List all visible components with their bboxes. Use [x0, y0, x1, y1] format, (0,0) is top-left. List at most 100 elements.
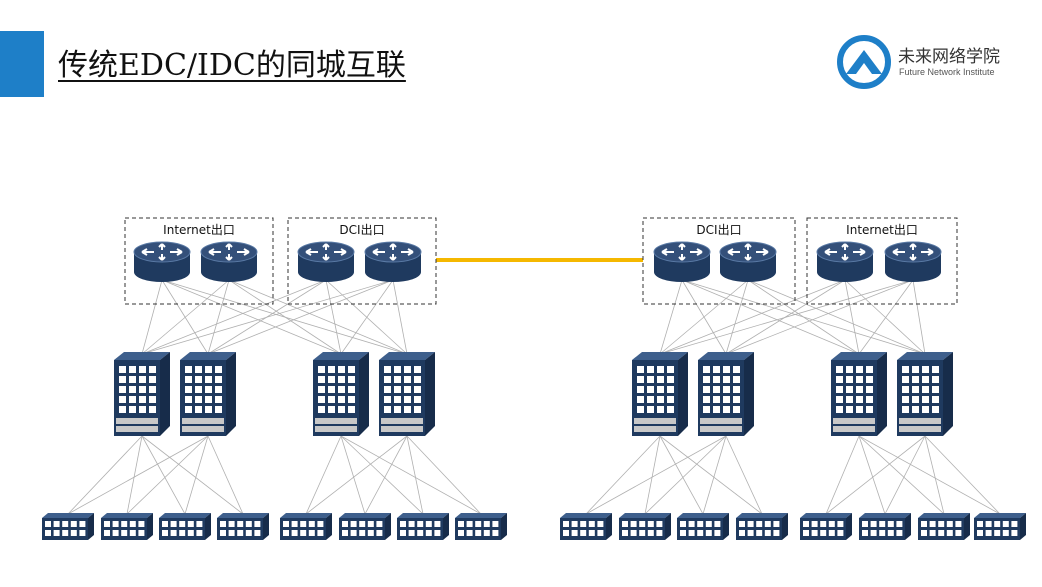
- node-layer: [42, 241, 1026, 540]
- label-layer: Internet出口 DCI出口 DCI出口 Internet出口: [124, 217, 958, 305]
- access-link: [858, 435, 1001, 515]
- mesh-link: [340, 279, 394, 355]
- mesh-link: [207, 279, 394, 355]
- mesh-link: [912, 279, 926, 355]
- access-link: [141, 435, 186, 515]
- access-link: [184, 435, 209, 515]
- mesh-link: [325, 279, 408, 355]
- link-layer: [67, 258, 1001, 515]
- right-access-switch-4: [800, 513, 852, 540]
- access-link: [644, 435, 661, 515]
- mesh-link: [659, 279, 914, 355]
- mesh-link: [325, 279, 342, 355]
- mesh-link: [141, 279, 163, 355]
- mesh-link: [659, 279, 749, 355]
- left-aggregation-switch-2: [313, 352, 369, 436]
- left-access-switch-0: [42, 513, 94, 540]
- access-link: [305, 435, 342, 515]
- left-router-0: [133, 241, 191, 282]
- left-access-switch-6: [397, 513, 449, 540]
- mesh-link: [392, 279, 408, 355]
- left-access-switch-7: [455, 513, 507, 540]
- mesh-link: [659, 279, 683, 355]
- mesh-link: [141, 279, 394, 355]
- mesh-link: [747, 279, 926, 355]
- access-link: [340, 435, 424, 515]
- mesh-link: [228, 279, 342, 355]
- left-aggregation-switch-3: [379, 352, 435, 436]
- right-access-switch-0: [560, 513, 612, 540]
- access-link: [340, 435, 482, 515]
- access-link: [858, 435, 945, 515]
- left-aggregation-switch-0: [114, 352, 170, 436]
- left-access-switch-3: [217, 513, 269, 540]
- logo: 未来网络学院 Future Network Institute: [836, 34, 1026, 94]
- access-link: [924, 435, 1001, 515]
- mountain-ring-logo-icon: [837, 35, 891, 89]
- mesh-link: [659, 279, 846, 355]
- mesh-link: [747, 279, 860, 355]
- access-link: [644, 435, 727, 515]
- right-group-label-1: Internet出口: [846, 223, 918, 237]
- access-link: [884, 435, 926, 515]
- mesh-link: [228, 279, 408, 355]
- right-group-box-1: [806, 217, 958, 305]
- access-link: [924, 435, 945, 515]
- access-link: [659, 435, 763, 515]
- mesh-link: [141, 279, 230, 355]
- right-group-label-0: DCI出口: [696, 223, 741, 237]
- access-link: [825, 435, 860, 515]
- mesh-link: [858, 279, 914, 355]
- access-link: [585, 435, 727, 515]
- access-link: [406, 435, 424, 515]
- logo-subtitle: Future Network Institute: [899, 67, 995, 77]
- access-link: [126, 435, 143, 515]
- left-access-switch-1: [101, 513, 153, 540]
- right-access-switch-6: [918, 513, 970, 540]
- access-link: [825, 435, 926, 515]
- left-router-2: [297, 241, 355, 282]
- slide-title: 传统EDC/IDC的同城互联: [58, 48, 406, 83]
- right-router-1: [719, 241, 777, 282]
- right-router-2: [816, 241, 874, 282]
- right-aggregation-switch-3: [897, 352, 953, 436]
- access-link: [340, 435, 366, 515]
- access-link: [659, 435, 704, 515]
- access-link: [126, 435, 209, 515]
- mesh-link: [844, 279, 860, 355]
- mesh-link: [161, 279, 342, 355]
- right-access-switch-5: [859, 513, 911, 540]
- access-link: [67, 435, 143, 515]
- title-accent-bar: [0, 31, 44, 97]
- left-router-1: [200, 241, 258, 282]
- mesh-link: [725, 279, 914, 355]
- mesh-link: [681, 279, 860, 355]
- left-group-label-0: Internet出口: [163, 223, 235, 237]
- left-access-switch-5: [339, 513, 391, 540]
- left-group-label-1: DCI出口: [339, 223, 384, 237]
- logo-name: 未来网络学院: [898, 47, 1000, 67]
- access-link: [725, 435, 763, 515]
- right-aggregation-switch-1: [698, 352, 754, 436]
- access-link: [406, 435, 482, 515]
- mesh-link: [207, 279, 230, 355]
- access-link: [585, 435, 661, 515]
- left-access-switch-2: [159, 513, 211, 540]
- mesh-link: [844, 279, 926, 355]
- right-aggregation-switch-0: [632, 352, 688, 436]
- access-link: [858, 435, 886, 515]
- right-aggregation-switch-2: [831, 352, 887, 436]
- access-link: [67, 435, 209, 515]
- mesh-link: [725, 279, 749, 355]
- right-router-3: [884, 241, 942, 282]
- access-link: [141, 435, 244, 515]
- right-access-switch-7: [974, 513, 1026, 540]
- mesh-link: [141, 279, 327, 355]
- right-access-switch-1: [619, 513, 671, 540]
- right-access-switch-3: [736, 513, 788, 540]
- left-aggregation-switch-1: [180, 352, 236, 436]
- right-router-0: [653, 241, 711, 282]
- access-link: [364, 435, 408, 515]
- left-group-box-0: [124, 217, 274, 305]
